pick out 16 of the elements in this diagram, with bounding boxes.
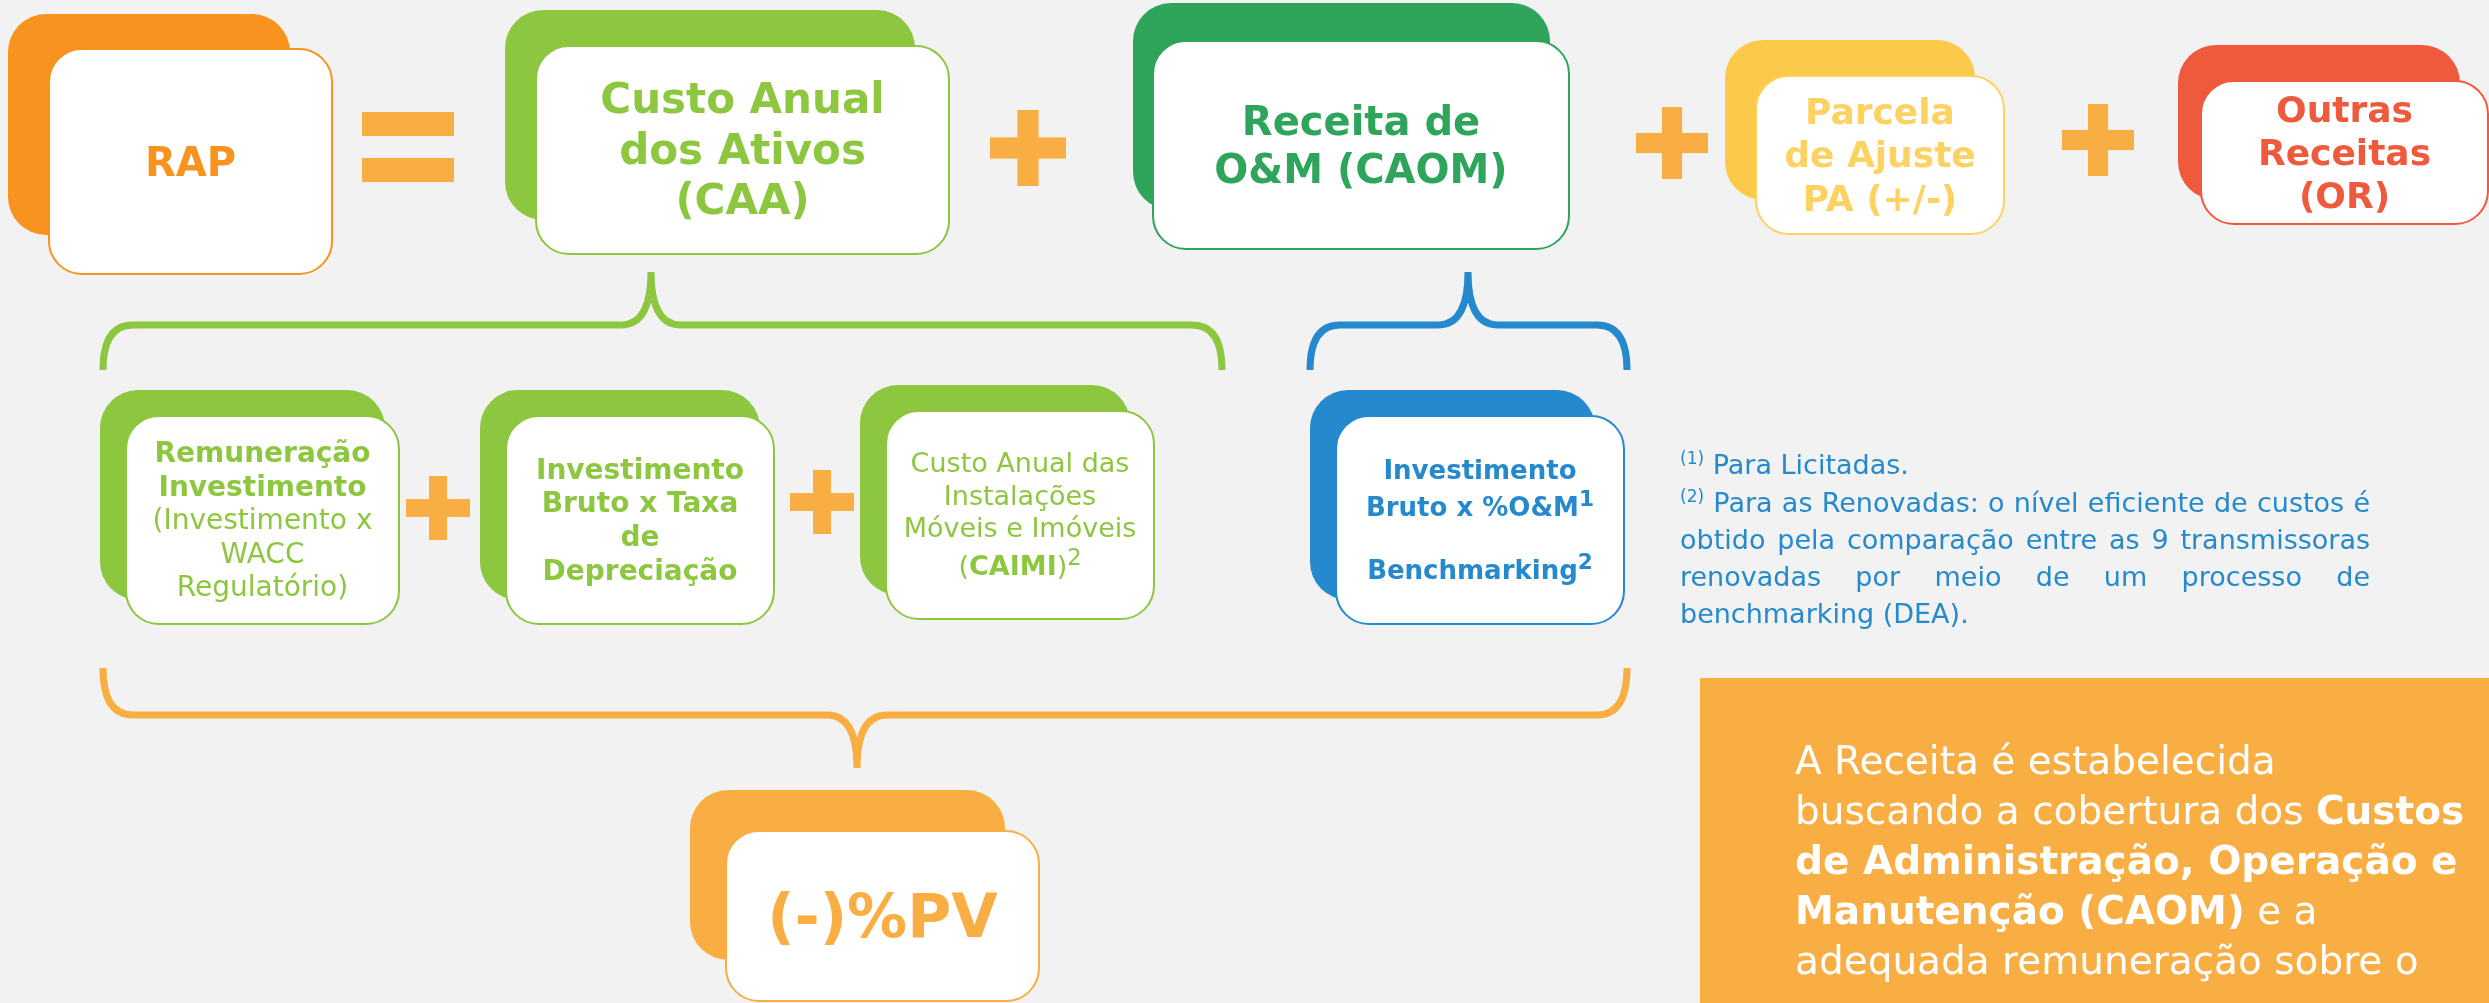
text-panel <box>1700 678 2489 1003</box>
box-title: Outras Receitas (OR) <box>2256 87 2433 218</box>
footnote: $^{(1)}$ Para Licitadas. <box>1680 447 1910 482</box>
footnote: $^{(2)}$ Para as Renovadas: o nível eficiente de custos é obtido pela comparação entre as 9 transmissoras renovadas por meio de um processo de benchmarking (DEA). <box>1680 485 2370 631</box>
box-text: Investimento Bruto x %O&M$^{1}$ <box>1364 454 1596 523</box>
box-text: Benchmarking$^{2}$ <box>1367 548 1593 586</box>
box-text: Remuneração Investimento <box>153 436 372 504</box>
box-title: Custo Anual dos Ativos (CAA) <box>599 74 886 226</box>
box-text: Custo Anual das Instalações Móveis e Imóveis (CAIMI)$^{2}$ <box>902 447 1138 583</box>
paragraph: A Receita é estabelecida buscando a cobertura dos Custos de Administração, Operação e Manutenção (CAOM) e a adequada remuneração sobre o <box>1795 737 2466 985</box>
box-title: Parcela de Ajuste PA (+/-) <box>1783 90 1977 220</box>
box-text: (Investimento x WACC Regulatório) <box>151 503 374 604</box>
box-title: (-)%PV <box>767 880 998 952</box>
box-title: Receita de O&M (CAOM) <box>1213 97 1509 193</box>
rap-title: RAP <box>144 137 237 186</box>
box-text: Investimento Bruto x Taxa de Depreciação <box>535 452 745 588</box>
